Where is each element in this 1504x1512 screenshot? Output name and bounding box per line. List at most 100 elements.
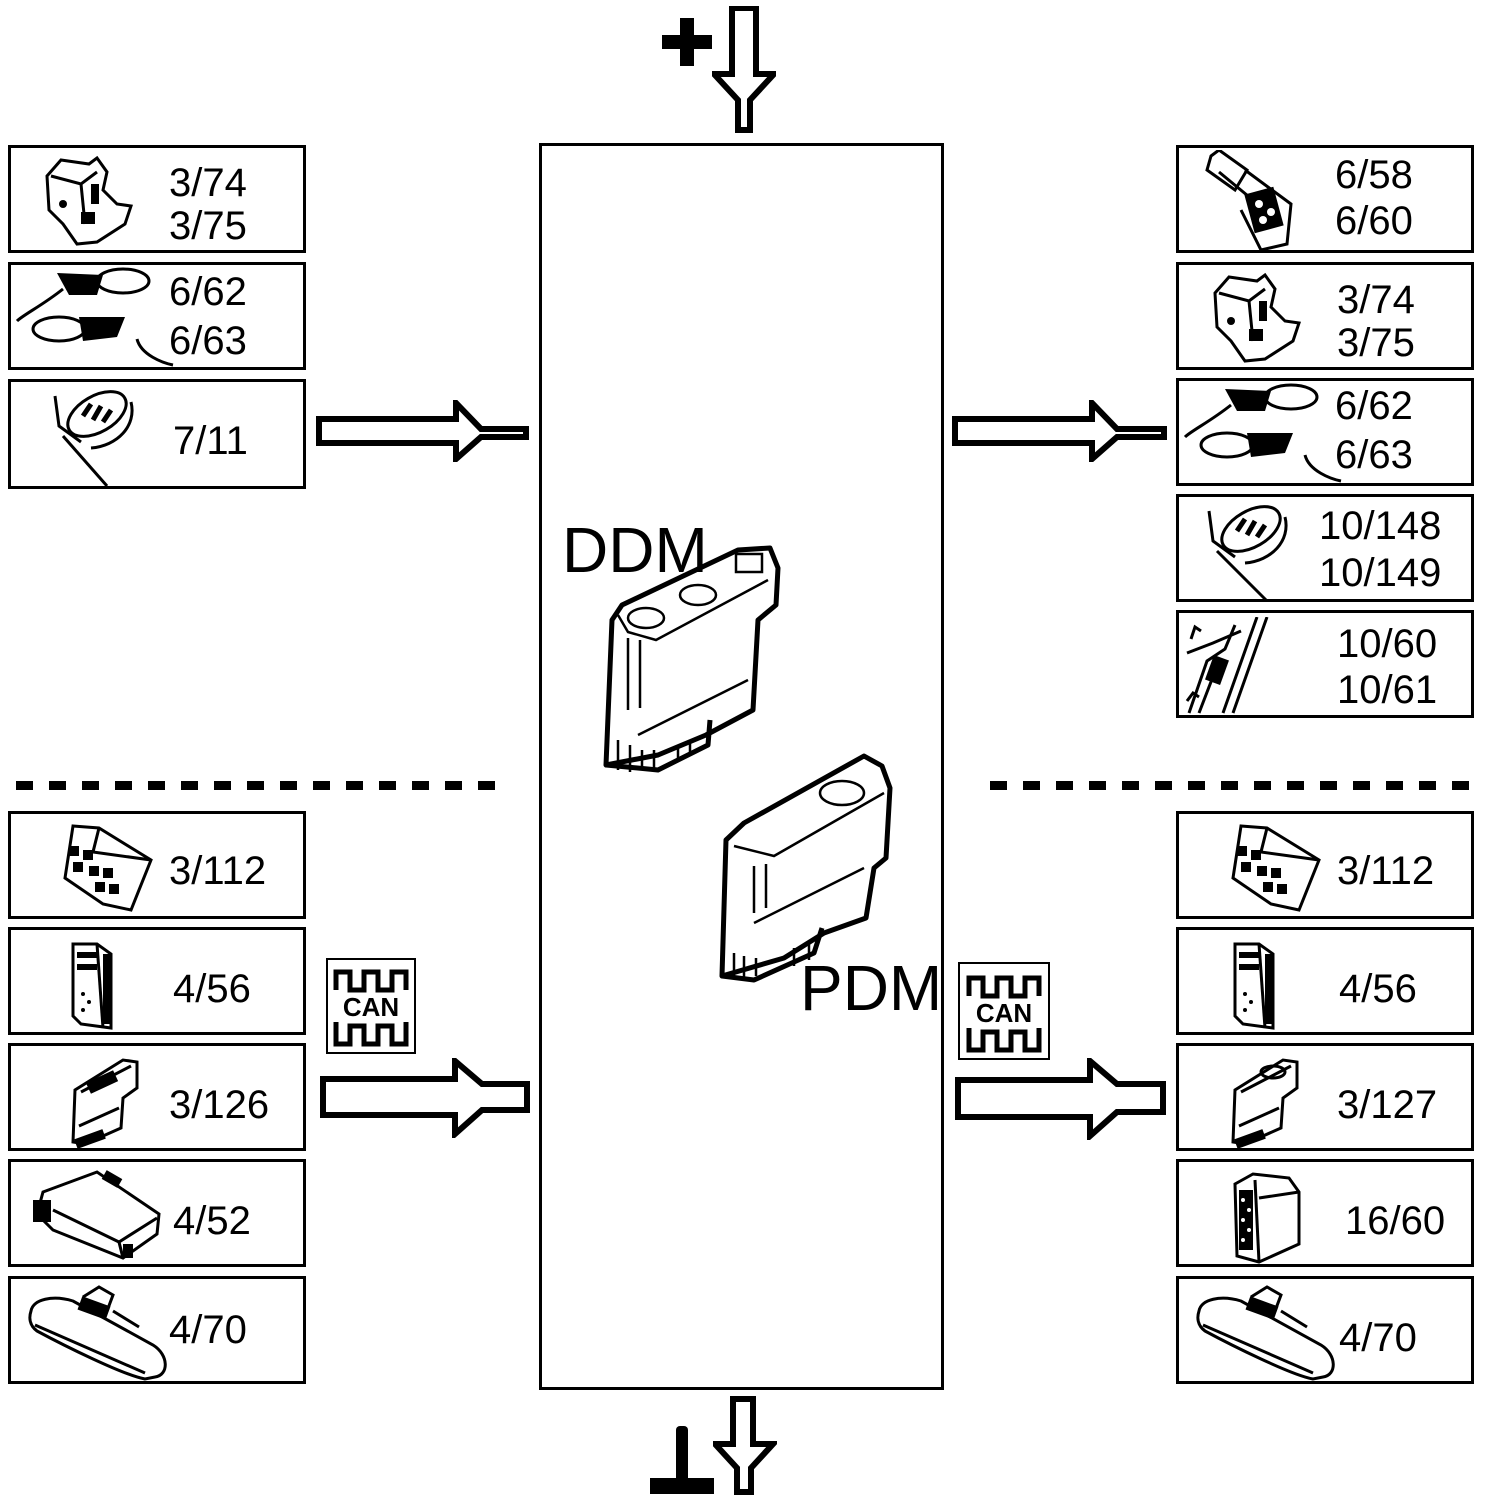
door-light-icon bbox=[1185, 617, 1285, 717]
rear-view-mirror-icon bbox=[1191, 1285, 1341, 1381]
dash-segment bbox=[1056, 781, 1073, 790]
right-output-item: 10/148 10/149 bbox=[1176, 494, 1474, 605]
right-can-item: 3/127 bbox=[1176, 1043, 1474, 1151]
dash-segment bbox=[1287, 781, 1304, 790]
door-lock-icon bbox=[41, 154, 141, 250]
item-code: 3/74 bbox=[169, 161, 247, 205]
item-code: 3/127 bbox=[1337, 1083, 1438, 1127]
item-code: 3/75 bbox=[1337, 321, 1415, 365]
item-code: 6/62 bbox=[169, 270, 247, 314]
dash-segment bbox=[412, 781, 429, 790]
item-code: 4/70 bbox=[1339, 1316, 1417, 1360]
driver-door-module-icon bbox=[598, 540, 788, 775]
item-code: 3/74 bbox=[1337, 278, 1415, 322]
dash-segment bbox=[1221, 781, 1238, 790]
item-code: 7/11 bbox=[173, 419, 248, 463]
door-handle-switch-icon bbox=[1201, 501, 1301, 605]
dash-segment bbox=[280, 781, 297, 790]
mirror-lamp-icon bbox=[1181, 381, 1351, 485]
dash-segment bbox=[1155, 781, 1172, 790]
mirror-lamp-icon bbox=[13, 265, 183, 369]
right-output-item: 6/58 6/60 bbox=[1176, 145, 1474, 253]
dash-segment bbox=[313, 781, 330, 790]
dash-segment bbox=[346, 781, 363, 790]
right-output-item: 3/74 3/75 bbox=[1176, 262, 1474, 370]
door-handle-switch-icon bbox=[47, 386, 147, 490]
item-code: 10/61 bbox=[1337, 668, 1438, 712]
item-code: 3/126 bbox=[169, 1083, 270, 1127]
dash-segment bbox=[1188, 781, 1205, 790]
dash-segment bbox=[379, 781, 396, 790]
item-code: 10/149 bbox=[1319, 551, 1442, 595]
left-can-item: 4/70 bbox=[8, 1276, 306, 1384]
electronic-unit-icon bbox=[23, 1170, 163, 1264]
control-module-icon bbox=[1227, 822, 1327, 914]
dash-segment bbox=[1320, 781, 1337, 790]
dash-segment bbox=[1254, 781, 1271, 790]
item-code: 4/56 bbox=[173, 967, 251, 1011]
item-code: 6/62 bbox=[1335, 384, 1413, 428]
door-module-icon bbox=[67, 1052, 147, 1148]
left-input-item: 7/11 bbox=[8, 379, 306, 489]
supply-down-arrow-icon bbox=[712, 6, 776, 134]
dash-segment bbox=[148, 781, 165, 790]
dash-segment bbox=[990, 781, 1007, 790]
item-code: 16/60 bbox=[1345, 1199, 1446, 1243]
ground-icon bbox=[650, 1426, 714, 1496]
window-motor-icon bbox=[1205, 150, 1315, 254]
pdm-label: PDM bbox=[800, 952, 943, 1024]
right-can-item: 3/112 bbox=[1176, 811, 1474, 919]
left-top-right-arrow-icon bbox=[316, 400, 530, 462]
passenger-door-module-icon bbox=[714, 748, 899, 983]
control-module-icon bbox=[59, 822, 159, 914]
left-can-item: 3/112 bbox=[8, 811, 306, 919]
dash-segment bbox=[1386, 781, 1403, 790]
rear-view-mirror-icon bbox=[23, 1285, 173, 1381]
plus-icon bbox=[662, 18, 712, 66]
can-label: CAN bbox=[343, 992, 399, 1022]
item-code: 4/70 bbox=[169, 1308, 247, 1352]
item-code: 6/63 bbox=[169, 319, 247, 363]
left-input-item: 6/62 6/63 bbox=[8, 262, 306, 370]
left-can-item: 4/52 bbox=[8, 1159, 306, 1267]
left-separator bbox=[16, 781, 496, 790]
left-can-item: 3/126 bbox=[8, 1043, 306, 1151]
dash-segment bbox=[247, 781, 264, 790]
right-output-item: 6/62 6/63 bbox=[1176, 378, 1474, 486]
door-module-icon bbox=[1227, 1052, 1307, 1148]
dash-segment bbox=[214, 781, 231, 790]
dash-segment bbox=[478, 781, 495, 790]
dash-segment bbox=[1353, 781, 1370, 790]
dash-segment bbox=[1122, 781, 1139, 790]
left-bottom-right-arrow-icon bbox=[320, 1058, 530, 1138]
can-label: CAN bbox=[976, 998, 1032, 1028]
item-code: 3/112 bbox=[169, 849, 267, 893]
door-lock-icon bbox=[1209, 271, 1309, 367]
dash-segment bbox=[445, 781, 462, 790]
switch-panel-icon bbox=[67, 938, 117, 1032]
ddm-label: DDM bbox=[562, 514, 708, 586]
left-input-item: 3/74 3/75 bbox=[8, 145, 306, 253]
dash-segment bbox=[181, 781, 198, 790]
item-code: 10/60 bbox=[1337, 622, 1438, 666]
item-code: 4/52 bbox=[173, 1199, 251, 1243]
dash-segment bbox=[82, 781, 99, 790]
dash-segment bbox=[115, 781, 132, 790]
dash-segment bbox=[1452, 781, 1469, 790]
item-code: 10/148 bbox=[1319, 504, 1442, 548]
right-output-item: 10/60 10/61 bbox=[1176, 610, 1474, 718]
item-code: 4/56 bbox=[1339, 967, 1417, 1011]
can-bus-icon-right: CAN bbox=[958, 962, 1050, 1060]
right-can-item: 16/60 bbox=[1176, 1159, 1474, 1267]
right-can-item: 4/56 bbox=[1176, 927, 1474, 1035]
right-can-item: 4/70 bbox=[1176, 1276, 1474, 1384]
dash-segment bbox=[16, 781, 33, 790]
right-bottom-right-arrow-icon bbox=[955, 1058, 1167, 1140]
dash-segment bbox=[49, 781, 66, 790]
item-code: 3/112 bbox=[1337, 849, 1435, 893]
left-can-item: 4/56 bbox=[8, 927, 306, 1035]
right-top-right-arrow-icon bbox=[952, 400, 1168, 462]
item-code: 6/63 bbox=[1335, 433, 1413, 477]
dash-segment bbox=[1419, 781, 1436, 790]
item-code: 6/60 bbox=[1335, 199, 1413, 243]
